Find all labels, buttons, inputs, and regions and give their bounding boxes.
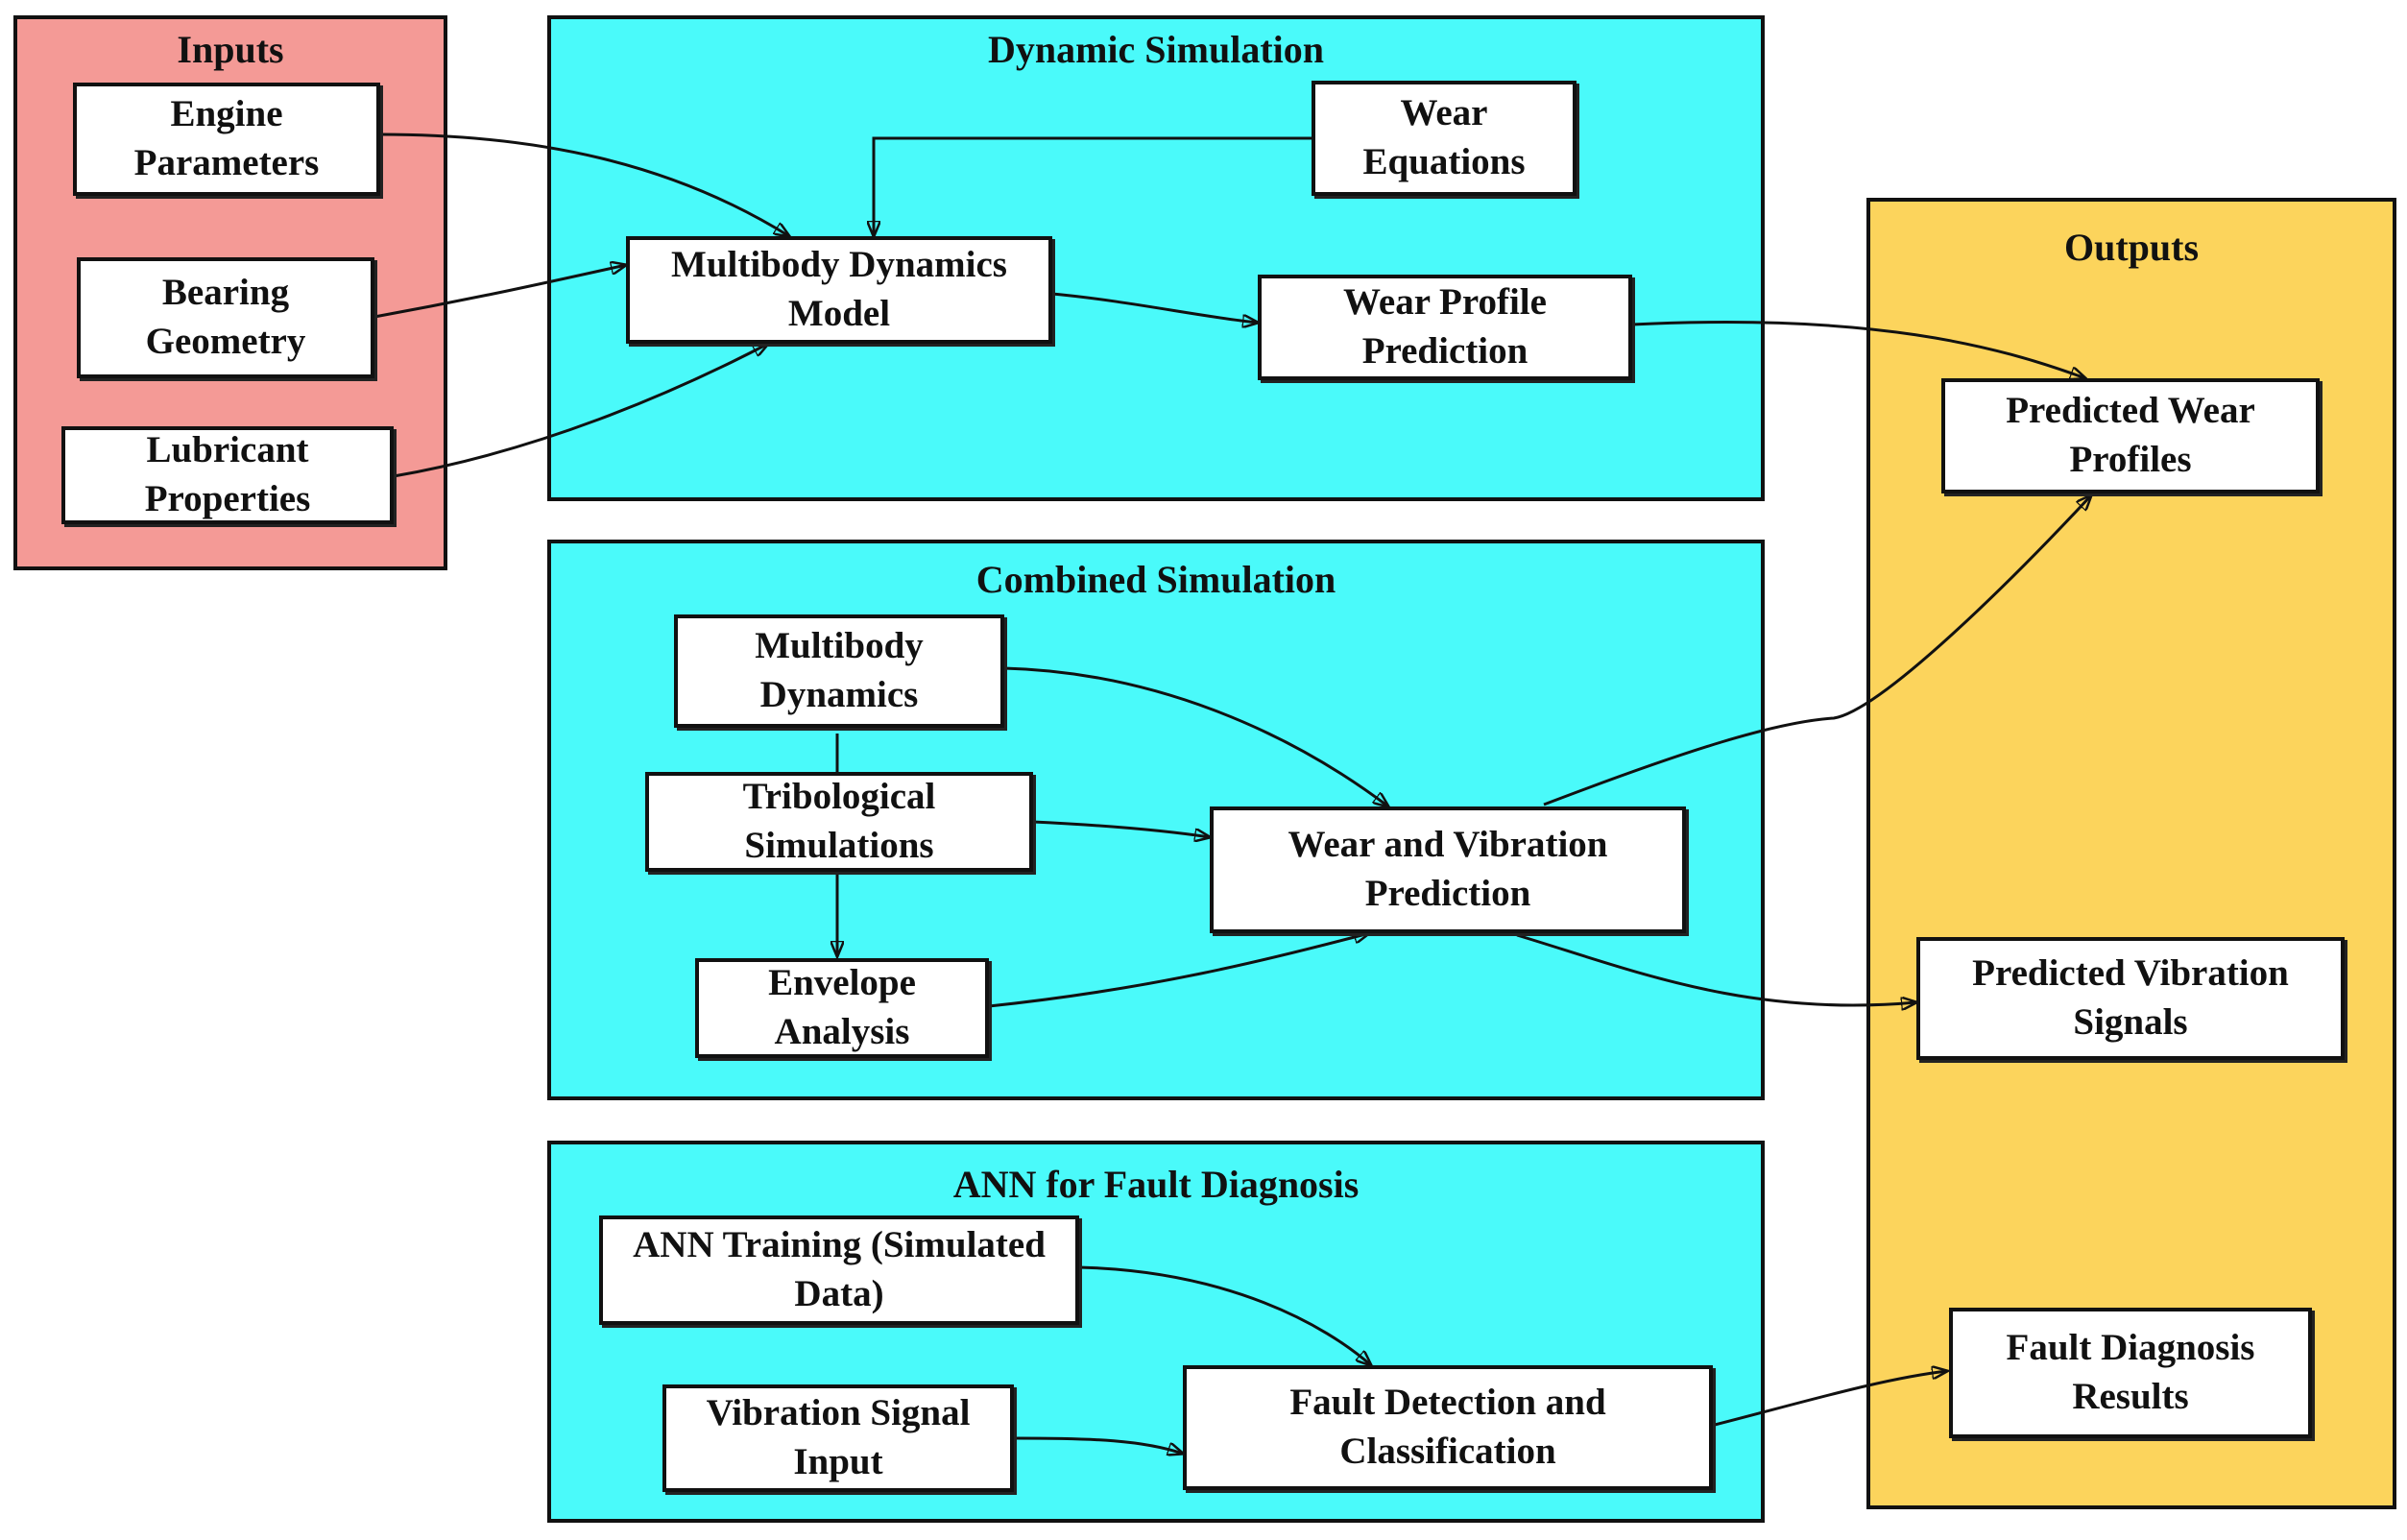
inputs-group-title: Inputs	[177, 28, 284, 71]
combined-simulation-title: Combined Simulation	[975, 558, 1336, 601]
dynamic-simulation-title: Dynamic Simulation	[987, 28, 1325, 71]
outputs-group-title: Outputs	[2063, 226, 2200, 269]
ann-group-title: ANN for Fault Diagnosis	[952, 1163, 1360, 1206]
